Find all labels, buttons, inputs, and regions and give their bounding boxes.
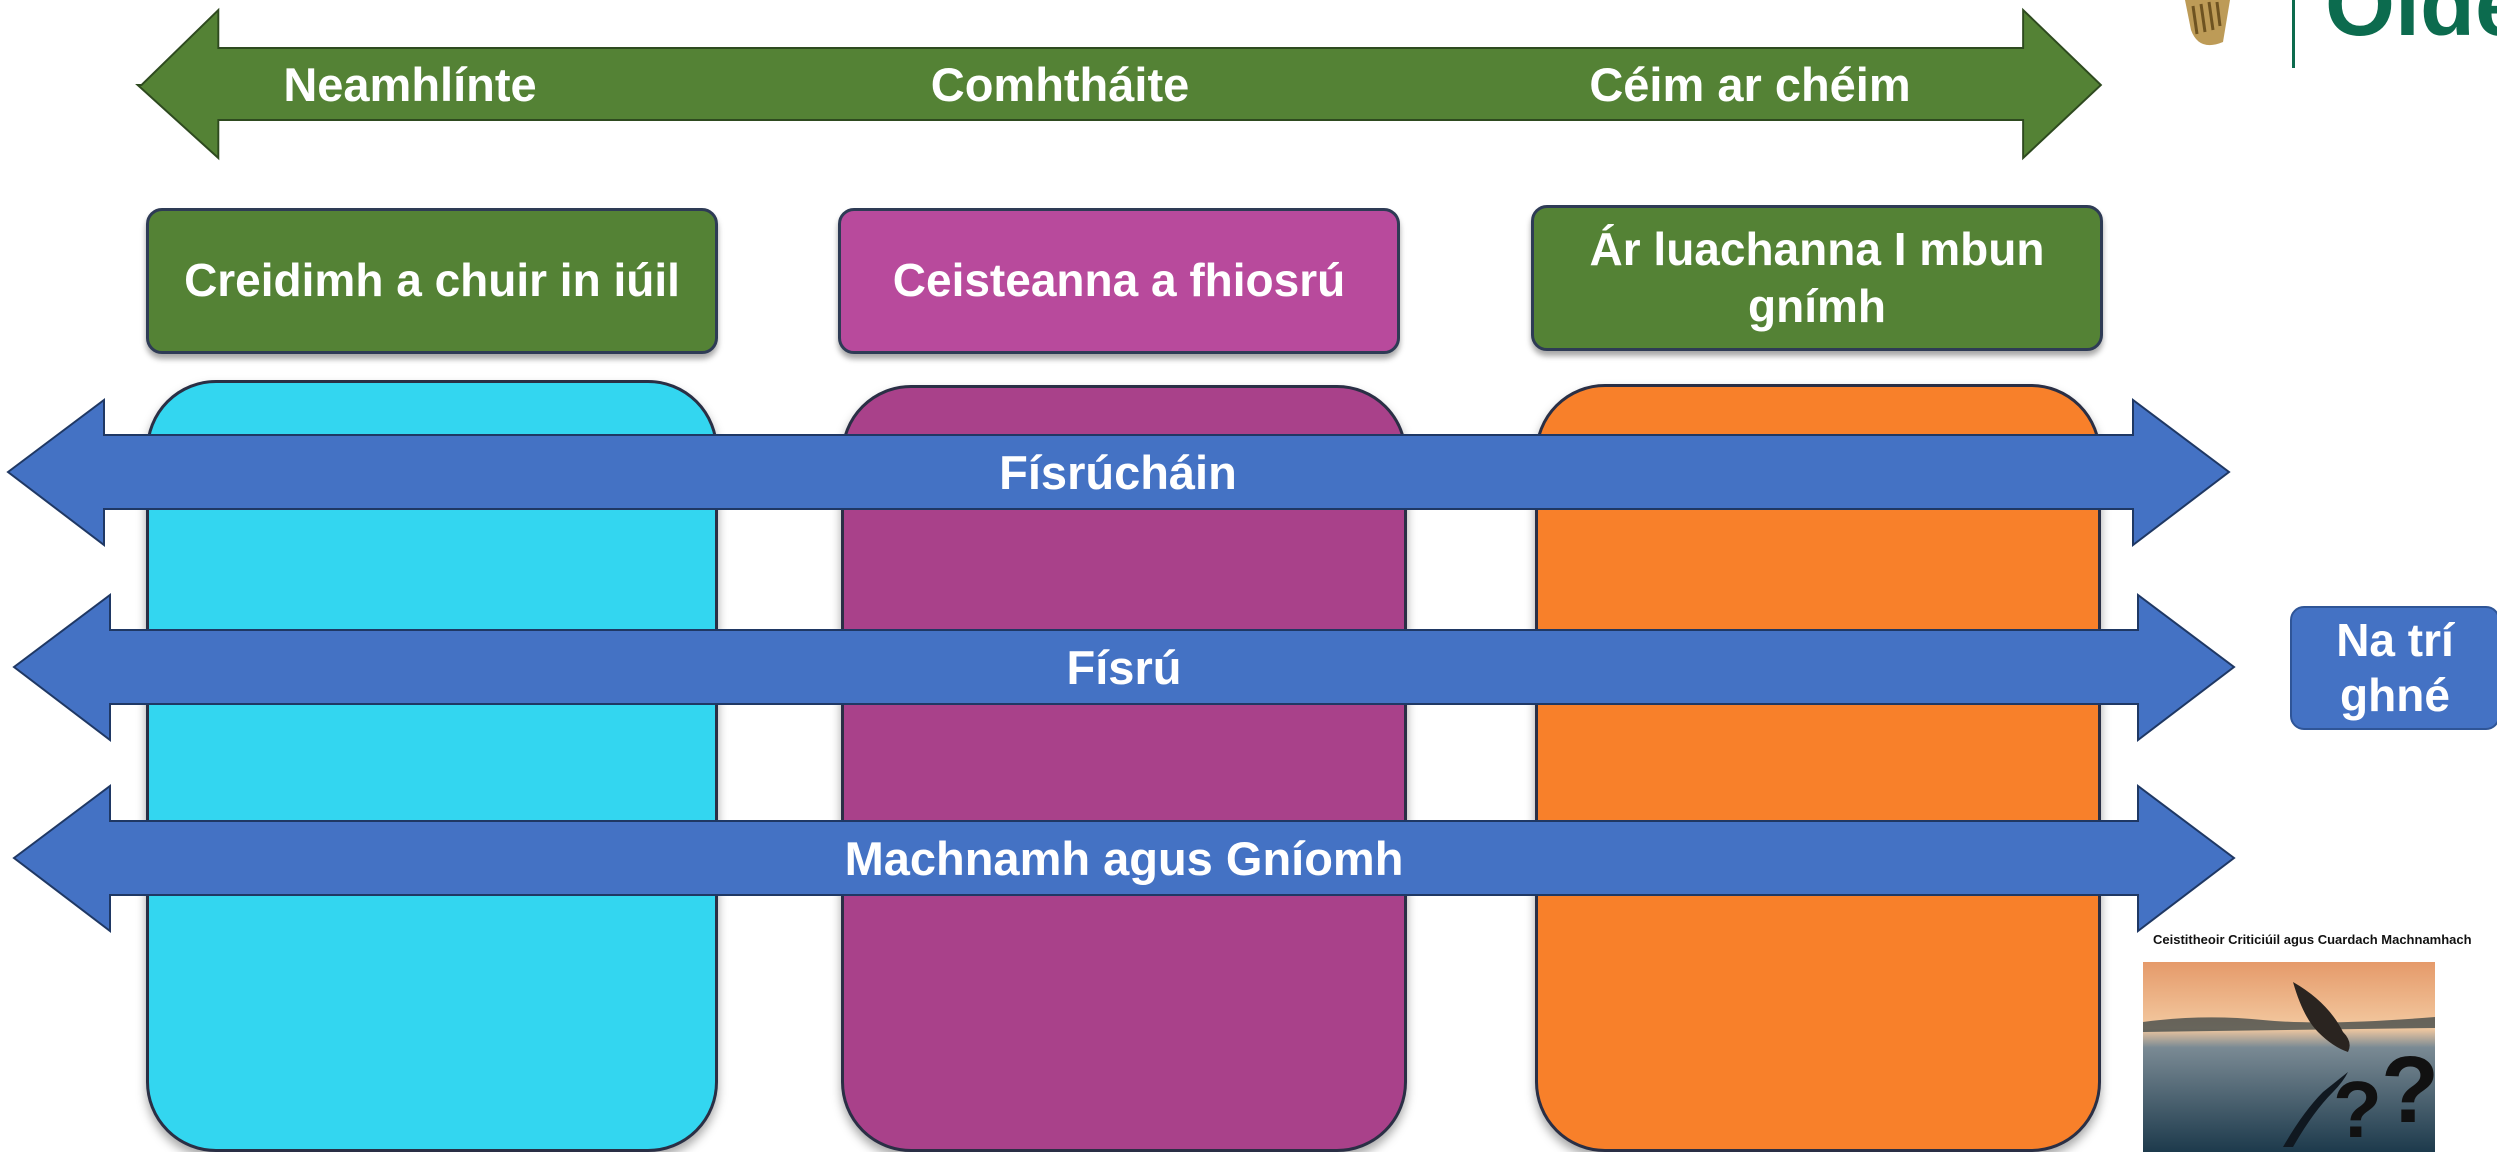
top-arrow-label-2: Comhtháite xyxy=(930,57,1190,111)
header-box-values: Ár luachanna I mbun gnímh xyxy=(1531,205,2103,351)
column-orange xyxy=(1535,384,2101,1152)
band-label-1: Físrúcháin xyxy=(999,445,1237,499)
band-arrow-1 xyxy=(6,398,2231,548)
header-box-questions: Ceisteanna a fhiosrú xyxy=(838,208,1400,354)
harp-icon xyxy=(2185,0,2230,46)
column-magenta xyxy=(841,385,1407,1152)
top-arrow-label-1: Neamhlínte xyxy=(283,57,537,111)
header-box-beliefs: Creidimh a chuir in iúil xyxy=(146,208,718,354)
thumbnail-caption: Ceistitheoir Criticiúil agus Cuardach Ma… xyxy=(2153,932,2472,947)
band-label-3: Machnamh agus Gníomh xyxy=(844,831,1404,885)
question-mark-glyph-2: ? xyxy=(2381,1037,2435,1143)
logo: Oide xyxy=(2175,0,2497,70)
top-arrow-label-3: Céim ar chéim xyxy=(1589,57,1911,111)
band-label-2: Físrú xyxy=(1066,640,1182,694)
hand-icon xyxy=(2293,982,2350,1052)
logo-text: Oide xyxy=(2325,0,2497,55)
band-arrow-3 xyxy=(12,784,2236,934)
top-arrow-shape xyxy=(135,7,2103,161)
logo-divider xyxy=(2292,0,2295,68)
side-box: Na trí ghné xyxy=(2290,606,2497,730)
question-mark-glyph: ? xyxy=(2333,1065,2382,1152)
band-arrow-2 xyxy=(12,593,2236,743)
thumbnail-image: ? ? xyxy=(2143,962,2435,1152)
